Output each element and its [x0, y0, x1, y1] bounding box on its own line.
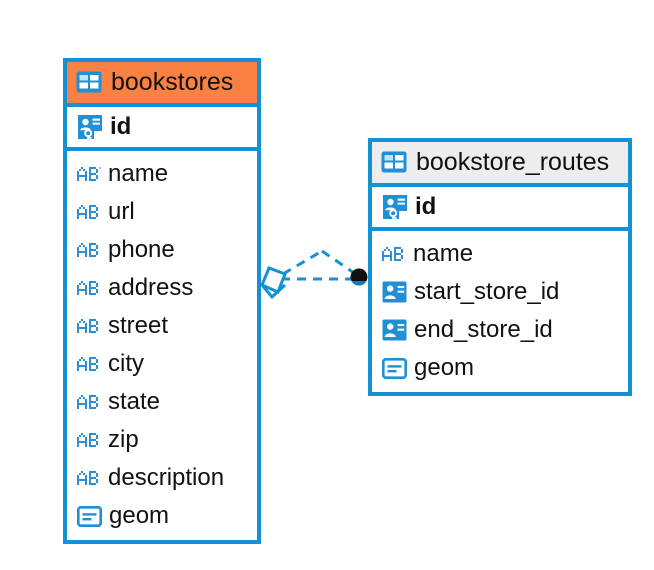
field-list-bookstores: name url: [67, 151, 257, 540]
entity-header-bookstore-routes[interactable]: bookstore_routes: [372, 142, 628, 187]
primary-key-icon: [77, 114, 103, 140]
field-row-city[interactable]: city: [67, 345, 257, 383]
entity-bookstore-routes[interactable]: bookstore_routes id: [368, 138, 632, 396]
field-label: geom: [414, 354, 475, 381]
relationship-line-upper-a: [282, 249, 323, 276]
primary-key-row-bookstores[interactable]: id: [67, 107, 257, 151]
field-row-name[interactable]: name: [67, 155, 257, 193]
field-label: name: [108, 160, 169, 187]
field-label: state: [108, 388, 161, 415]
abc-text-icon: [77, 471, 101, 485]
field-row-address[interactable]: address: [67, 269, 257, 307]
foreign-key-icon: [382, 319, 407, 341]
table-grid-icon: [381, 151, 407, 173]
field-row-zip[interactable]: zip: [67, 421, 257, 459]
primary-key-icon: [382, 194, 408, 220]
abc-text-icon: [77, 395, 101, 409]
foreign-key-icon: [382, 281, 407, 303]
abc-text-icon: [382, 247, 406, 261]
field-label: description: [108, 464, 225, 491]
field-label: start_store_id: [414, 278, 560, 305]
field-row-name[interactable]: name: [372, 235, 628, 273]
geometry-icon: [382, 357, 407, 379]
field-row-state[interactable]: state: [67, 383, 257, 421]
field-label: city: [108, 350, 144, 377]
primary-key-label-bookstore-routes: id: [415, 193, 437, 220]
field-label: zip: [108, 426, 139, 453]
relationship-line-upper-b: [321, 249, 358, 277]
field-label: name: [413, 240, 474, 267]
entity-title-bookstore-routes: bookstore_routes: [416, 148, 610, 176]
field-label: geom: [109, 502, 170, 529]
abc-text-icon: [77, 167, 101, 181]
entity-title-bookstores: bookstores: [111, 68, 234, 96]
abc-text-icon: [77, 205, 101, 219]
abc-text-icon: [77, 281, 101, 295]
abc-text-icon: [77, 433, 101, 447]
field-row-description[interactable]: description: [67, 459, 257, 497]
field-label: address: [108, 274, 194, 301]
filled-dot-marker: [350, 268, 368, 286]
field-row-geom[interactable]: geom: [372, 349, 628, 387]
field-row-phone[interactable]: phone: [67, 231, 257, 269]
primary-key-label-bookstores: id: [110, 113, 132, 140]
abc-text-icon: [77, 243, 101, 257]
geometry-icon: [77, 505, 102, 527]
primary-key-row-bookstore-routes[interactable]: id: [372, 187, 628, 231]
field-row-end-store-id[interactable]: end_store_id: [372, 311, 628, 349]
field-label: street: [108, 312, 169, 339]
entity-bookstores[interactable]: bookstores id: [63, 58, 261, 544]
field-row-url[interactable]: url: [67, 193, 257, 231]
field-row-geom[interactable]: geom: [67, 497, 257, 535]
field-row-street[interactable]: street: [67, 307, 257, 345]
entity-header-bookstores[interactable]: bookstores: [67, 62, 257, 107]
table-grid-icon: [76, 71, 102, 93]
abc-text-icon: [77, 319, 101, 333]
abc-text-icon: [77, 357, 101, 371]
crows-foot-diamond-marker: [260, 266, 287, 300]
field-label: end_store_id: [414, 316, 553, 343]
field-row-start-store-id[interactable]: start_store_id: [372, 273, 628, 311]
field-list-bookstore-routes: name start_store_id: [372, 231, 628, 392]
field-label: phone: [108, 236, 175, 263]
field-label: url: [108, 198, 135, 225]
